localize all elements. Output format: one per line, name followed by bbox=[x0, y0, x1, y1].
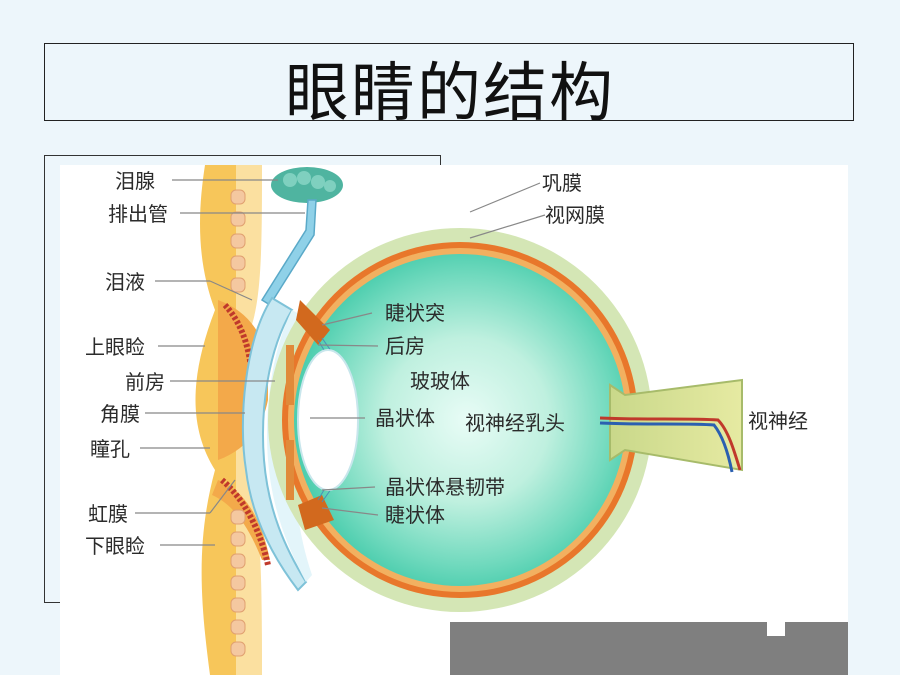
label-tears: 泪液 bbox=[105, 270, 145, 294]
label-optic-disc: 视神经乳头 bbox=[465, 411, 565, 435]
label-upper-eyelid: 上眼睑 bbox=[85, 335, 145, 359]
leader-lines bbox=[135, 179, 546, 546]
page-title: 眼睛的结构 bbox=[285, 57, 615, 131]
label-posterior-chamber: 后房 bbox=[385, 334, 425, 358]
title-frame bbox=[44, 43, 854, 121]
optic-nerve bbox=[599, 378, 743, 473]
label-retina: 视网膜 bbox=[545, 203, 605, 227]
label-lower-eyelid: 下眼睑 bbox=[85, 534, 145, 558]
vitreous-body bbox=[294, 254, 626, 586]
ciliary-body bbox=[298, 495, 334, 530]
cornea bbox=[241, 296, 308, 592]
label-cornea: 角膜 bbox=[100, 402, 140, 426]
eyelid-tissue bbox=[195, 165, 271, 675]
drain-duct bbox=[260, 199, 317, 307]
gray-block bbox=[450, 622, 848, 675]
label-ciliary-process: 睫状突 bbox=[385, 301, 445, 325]
ciliary-process bbox=[296, 300, 330, 345]
label-optic-nerve: 视神经 bbox=[748, 409, 808, 433]
lens bbox=[297, 349, 359, 491]
label-sclera: 巩膜 bbox=[542, 171, 582, 195]
label-lens: 晶状体 bbox=[375, 406, 435, 430]
label-drain-duct: 排出管 bbox=[108, 202, 168, 226]
lacrimal-gland bbox=[271, 167, 343, 203]
iris-upper bbox=[286, 345, 294, 405]
label-zonule: 晶状体悬韧带 bbox=[385, 475, 505, 499]
label-iris: 虹膜 bbox=[88, 502, 128, 526]
iris-lower bbox=[286, 440, 294, 500]
label-lacrimal-gland: 泪腺 bbox=[115, 169, 155, 193]
white-patch bbox=[767, 618, 785, 636]
label-anterior-chamber: 前房 bbox=[125, 370, 165, 394]
label-vitreous-body: 玻玻体 bbox=[410, 369, 470, 393]
label-ciliary-body: 睫状体 bbox=[385, 503, 445, 527]
label-pupil: 瞳孔 bbox=[90, 437, 130, 461]
